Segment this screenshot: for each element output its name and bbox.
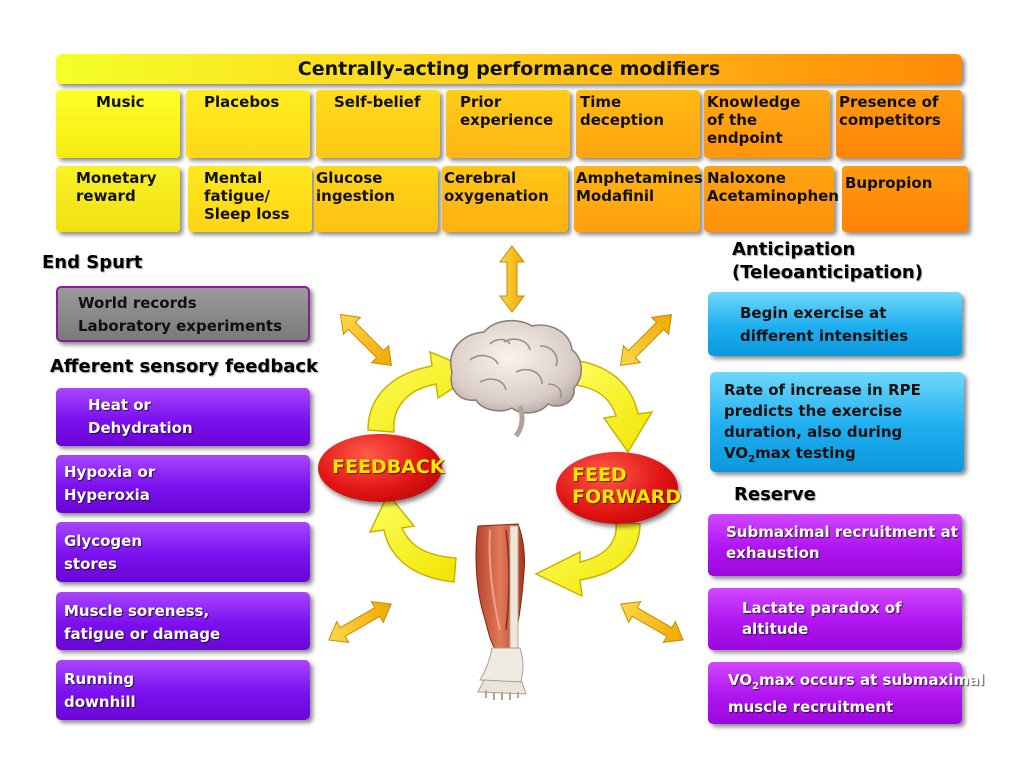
afferent-box-muscle-soreness: Muscle soreness, fatigue or damage — [56, 592, 310, 650]
performance-modifiers-header: Centrally-acting performance modifiers — [56, 54, 962, 84]
double-arrow-right-upper — [619, 313, 673, 367]
afferent-box-glycogen: Glycogen stores — [56, 522, 310, 582]
anticipation-heading: Anticipation (Teleoanticipation) — [732, 239, 923, 283]
end-spurt-heading: End Spurt — [42, 252, 143, 273]
cycle-arrow-lower-right — [534, 521, 641, 598]
modifier-tile-cerebral-oxygenation: Cerebral oxygenation — [442, 166, 568, 232]
afferent-feedback-heading: Afferent sensory feedback — [50, 356, 318, 377]
afferent-box-running-downhill: Running downhill — [56, 660, 310, 720]
reserve-box-vo2max: VO2max occurs at submaximal muscle recru… — [708, 662, 984, 724]
modifier-tile-amphetamines: Amphetamines Modafinil — [574, 166, 703, 232]
reserve-box-lactate-paradox: Lactate paradox of altitude — [708, 588, 962, 650]
brain-icon — [450, 319, 582, 438]
reserve-heading: Reserve — [734, 484, 816, 505]
double-arrow-left-upper — [339, 313, 393, 367]
modifier-tile-music: Music — [56, 90, 180, 158]
afferent-box-heat: Heat or Dehydration — [56, 388, 310, 446]
modifier-tile-monetary-reward: Monetary reward — [56, 166, 180, 232]
modifier-tile-placebos: Placebos — [186, 90, 310, 158]
anticipation-box-rpe: Rate of increase in RPE predicts the exe… — [710, 372, 964, 472]
modifier-tile-self-belief: Self-belief — [316, 90, 440, 158]
reserve-box-submaximal: Submaximal recruitment at exhaustion — [708, 514, 962, 576]
modifier-tile-presence-competitors: Presence of competitors — [836, 90, 962, 158]
double-arrow-right-lower — [620, 600, 684, 644]
modifier-tile-time-deception: Time deception — [576, 90, 700, 158]
modifier-tile-bupropion: Bupropion — [842, 166, 968, 232]
modifier-tile-knowledge-endpoint: Knowledge of the endpoint — [704, 90, 830, 158]
double-arrow-top — [499, 245, 525, 313]
feedback-oval: FEEDBACK — [318, 434, 445, 502]
modifier-tile-glucose-ingestion: Glucose ingestion — [314, 166, 438, 232]
modifier-tile-naloxone: Naloxone Acetaminophen — [704, 166, 839, 232]
modifier-tile-prior-experience: Prior experience — [446, 90, 570, 158]
end-spurt-box: World records Laboratory experiments — [56, 286, 310, 342]
cycle-arrow-lower-left — [368, 492, 457, 583]
feedforward-oval: FEED FORWARD — [556, 452, 681, 524]
anticipation-box-begin-exercise: Begin exercise at different intensities — [708, 292, 962, 356]
leg-anatomy-icon — [475, 523, 527, 700]
modifier-tile-mental-fatigue: Mental fatigue/ Sleep loss — [188, 166, 312, 232]
afferent-box-hypoxia: Hypoxia or Hyperoxia — [56, 455, 310, 513]
double-arrow-left-lower — [328, 600, 392, 644]
